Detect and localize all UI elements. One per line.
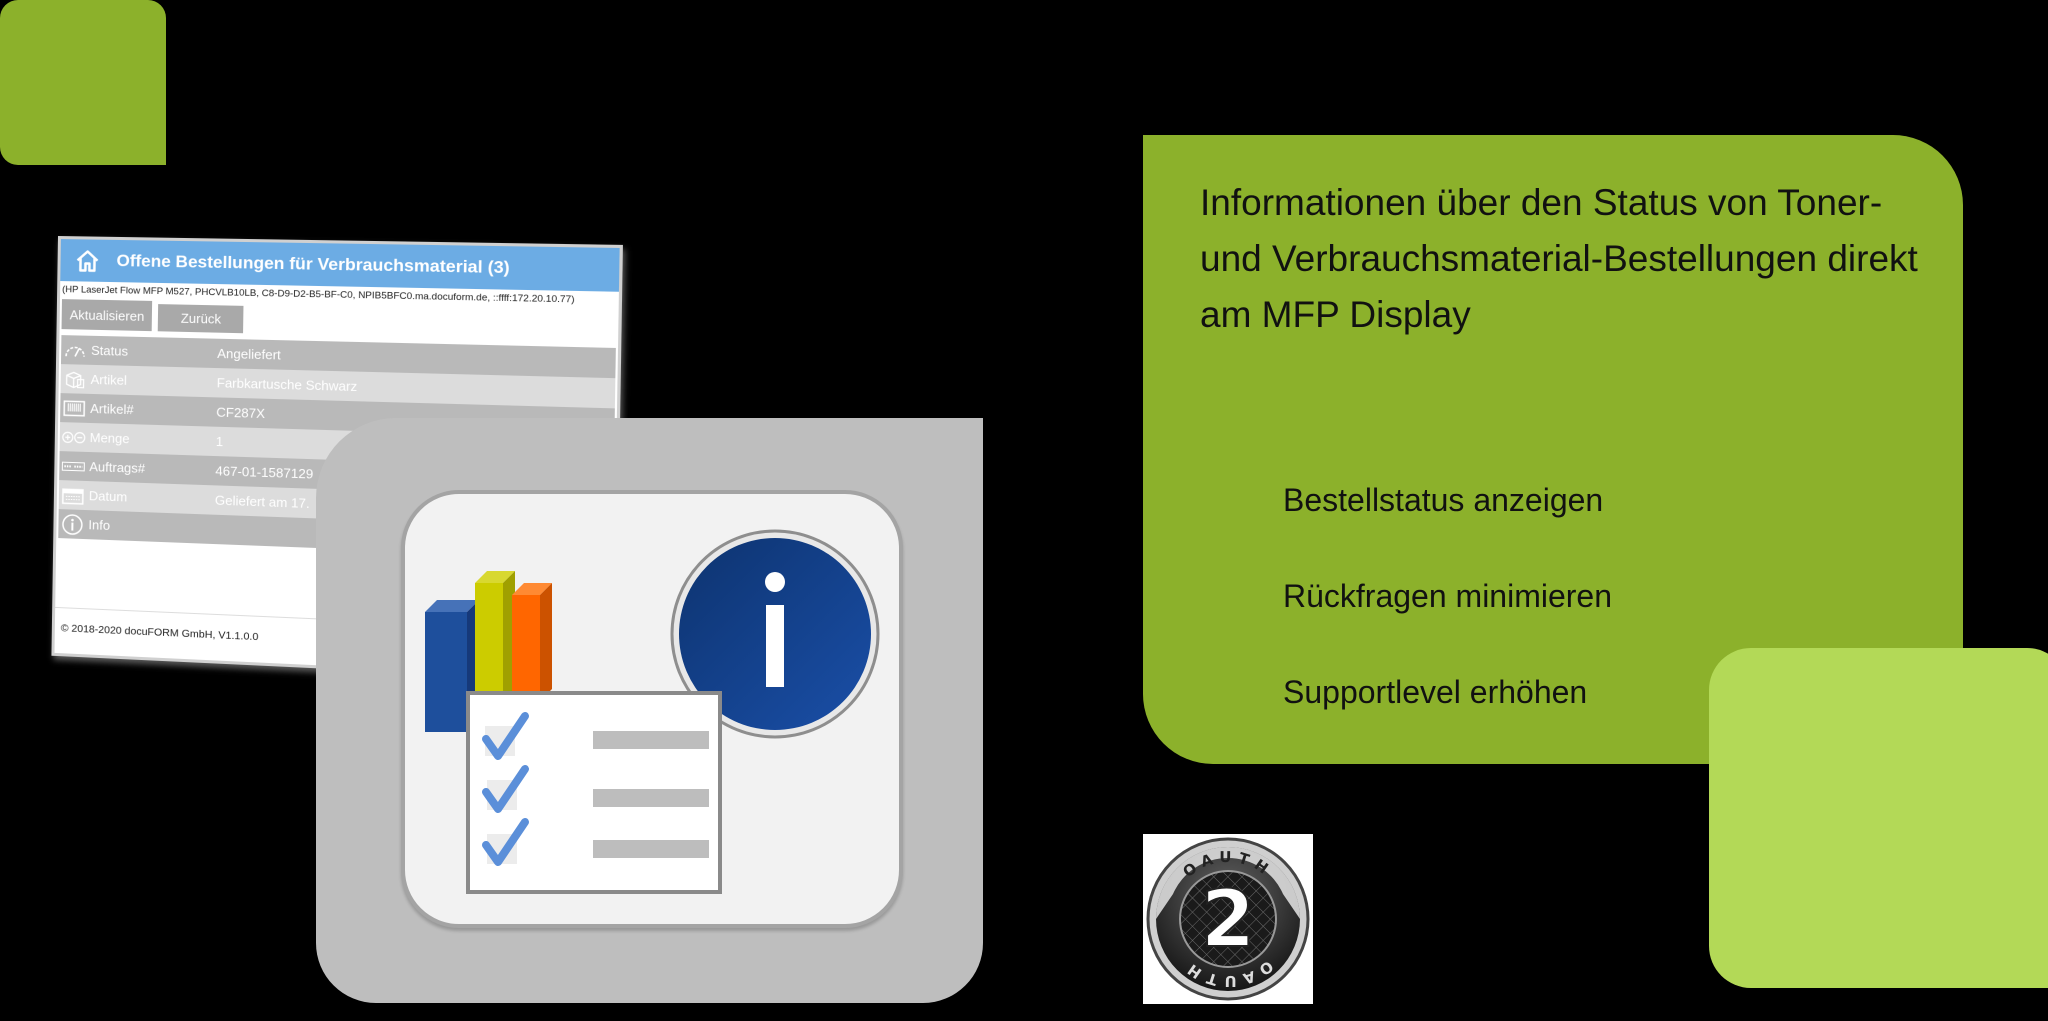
calendar-icon	[61, 486, 85, 505]
table-row: Menge 1	[59, 422, 615, 469]
benefit-list: Bestellstatus anzeigen Rückfragen minimi…	[1283, 480, 1612, 768]
table-row: Info	[58, 509, 613, 560]
info-icon	[60, 513, 84, 534]
info-circle-icon	[670, 529, 880, 739]
row-label: Info	[88, 517, 111, 534]
table-row: Status Angeliefert	[60, 335, 616, 379]
row-value: Farbkartusche Schwarz	[216, 375, 358, 395]
decorative-light-green-square	[1709, 648, 2048, 988]
order-status-app-icon	[425, 529, 880, 894]
table-row: Artikel# CF287X	[60, 393, 615, 439]
window-header: Offene Bestellungen für Verbrauchsmateri…	[60, 239, 620, 292]
order-status-screenshot: Offene Bestellungen für Verbrauchsmateri…	[51, 236, 623, 683]
table-row: Datum Geliefert am 17.	[58, 480, 614, 530]
plus-minus-icon	[62, 428, 86, 447]
row-label: Auftrags#	[89, 459, 146, 476]
checklist-icon	[466, 691, 722, 894]
table-row: Auftrags# 467-01-1587129	[59, 451, 614, 499]
window-title: Offene Bestellungen für Verbrauchsmateri…	[116, 250, 510, 278]
benefit-item: Supportlevel erhöhen	[1283, 674, 1588, 710]
row-label: Datum	[88, 488, 128, 505]
panel-title: Informationen über den Status von Toner-…	[1200, 182, 1918, 335]
row-label: Menge	[89, 429, 130, 447]
oauth2-logo: OAUTH OAUTH 2	[1143, 834, 1313, 1004]
home-icon[interactable]	[74, 247, 100, 274]
back-button[interactable]: Zurück	[158, 304, 244, 334]
benefit-item: Rückfragen minimieren	[1283, 578, 1613, 614]
gauge-icon	[63, 341, 87, 360]
order-status-window: Offene Bestellungen für Verbrauchsmateri…	[51, 236, 623, 683]
table-row: Artikel Farbkartusche Schwarz	[60, 364, 616, 409]
package-icon	[63, 370, 87, 389]
benefit-item: Bestellstatus anzeigen	[1283, 482, 1604, 518]
row-label: Status	[90, 342, 129, 359]
oauth-version: 2	[1201, 875, 1255, 965]
order-details-table: Status Angeliefert Artikel Farbkartusche…	[58, 335, 616, 560]
decorative-green-square	[0, 0, 166, 165]
barcode-icon	[62, 399, 86, 418]
order-number-icon	[61, 457, 85, 476]
bar-chart-icon	[425, 571, 552, 732]
row-value: Angeliefert	[217, 345, 281, 363]
row-label: Artikel#	[90, 400, 134, 418]
info-panel: Informationen über den Status von Toner-…	[1143, 135, 1963, 764]
refresh-button[interactable]: Aktualisieren	[61, 299, 153, 332]
app-icon-tile	[316, 418, 983, 1003]
app-icon	[401, 490, 903, 928]
row-label: Artikel	[90, 371, 127, 388]
